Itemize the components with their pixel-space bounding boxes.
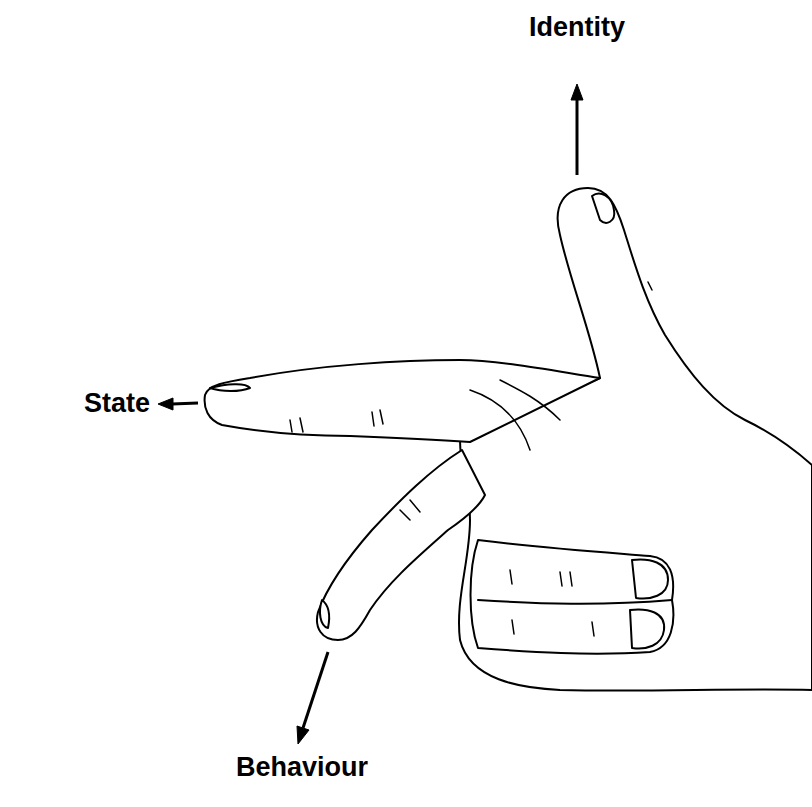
- knuckle-mark: [648, 282, 652, 290]
- middle-finger: [317, 450, 485, 640]
- arrow-head: [297, 726, 309, 744]
- nail: [320, 600, 329, 628]
- knuckle-mark: [470, 380, 560, 450]
- knuckle-mark: [290, 410, 383, 432]
- knuckle-mark: [510, 570, 594, 636]
- finger-crease: [478, 600, 672, 604]
- label-text: Behaviour: [236, 752, 368, 783]
- knuckle-mark: [400, 500, 420, 520]
- label-text: State: [84, 388, 150, 419]
- leader-arrow: [303, 652, 328, 728]
- curled-fingers: [471, 540, 674, 654]
- nail: [592, 194, 614, 223]
- nail: [632, 560, 668, 599]
- arrow-head: [158, 398, 173, 410]
- index-finger: [205, 360, 600, 442]
- nail: [630, 610, 664, 649]
- label-text: Identity: [529, 12, 625, 43]
- hand-outline: [459, 188, 812, 691]
- leader-arrow: [172, 403, 198, 404]
- leader-arrow: [576, 98, 579, 175]
- nail: [210, 384, 250, 391]
- arrow-head: [571, 84, 583, 100]
